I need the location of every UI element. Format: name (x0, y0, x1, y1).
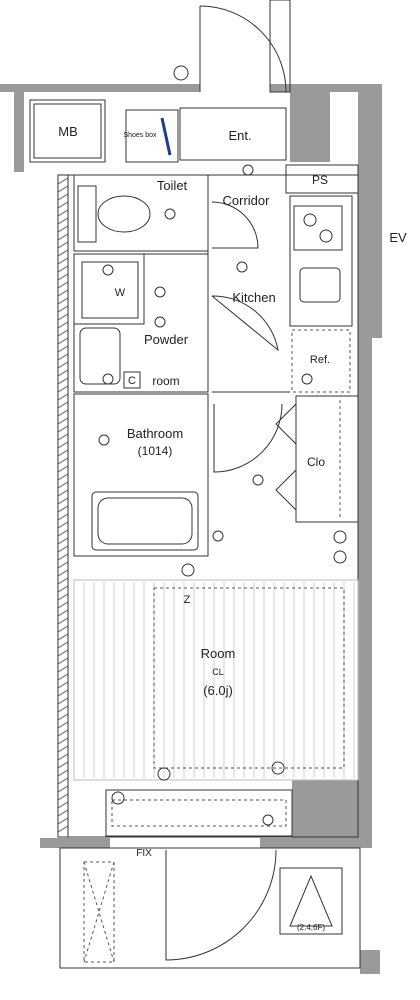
left-hatched-wall (57, 174, 69, 838)
z-mark-label: Z (184, 594, 191, 606)
wall-right-pillar (292, 780, 358, 838)
kitchen-label: Kitchen (232, 290, 275, 305)
powder-room-label: room (152, 374, 179, 388)
shoe-box-diagonal (160, 117, 172, 156)
washer-inner (81, 261, 139, 319)
c-box (123, 371, 141, 389)
shoe-box (125, 109, 179, 163)
wall-bottom-left (40, 838, 110, 848)
burner-2 (319, 229, 333, 243)
balcony-size-label: (2.4,6F) (297, 923, 325, 932)
room-door (213, 403, 283, 473)
hatch-triangle (279, 867, 343, 935)
toilet-door (211, 201, 259, 249)
wall-right-lower (358, 338, 372, 838)
ps-label: PS (312, 173, 328, 187)
wall-balcony-right (360, 950, 380, 974)
closet-cl-area (153, 587, 345, 769)
mb-box (29, 99, 106, 163)
wall-top-left (0, 84, 200, 92)
closet (295, 395, 359, 523)
entrance-step (179, 107, 287, 161)
window-sill (105, 789, 293, 837)
vanity (79, 327, 121, 385)
bathtub-inner (97, 497, 193, 545)
wall-right-main (358, 92, 382, 338)
room-label: Room (201, 646, 236, 661)
burner-1 (303, 213, 317, 227)
c-mark-label: C (128, 375, 136, 387)
wall-bottom-right (260, 838, 372, 848)
stove (293, 205, 343, 251)
ref-label: Ref. (310, 354, 330, 366)
washer-area (73, 253, 145, 325)
closet-door-bottom (275, 469, 297, 511)
shoe-box-label: Shoes box (123, 132, 157, 139)
closet-door-top (275, 403, 297, 445)
mb-inner (33, 103, 102, 159)
cl-label: CL (212, 667, 224, 677)
ps-shaft (285, 164, 359, 194)
bathroom-size-label: (1014) (138, 444, 173, 458)
powder-room-wall (73, 253, 209, 393)
kitchen-sink (299, 267, 341, 303)
wall-top-right (270, 84, 382, 92)
room-size-label: (6.0j) (203, 683, 233, 698)
ent-label: Ent. (228, 128, 251, 143)
room-floor (73, 579, 359, 781)
bathroom-room (73, 393, 209, 557)
ev-label: EV (389, 230, 407, 245)
kitchen-door (211, 295, 279, 352)
toilet-bowl (97, 195, 151, 233)
wall-left-stub (14, 92, 24, 172)
balcony (59, 847, 361, 969)
balcony-left-box (83, 861, 115, 963)
window-sill-inner (111, 799, 287, 827)
corridor-label: Corridor (223, 193, 271, 208)
entrance-door (199, 0, 291, 93)
bathtub-outer (91, 491, 199, 551)
bathroom-label: Bathroom (127, 426, 183, 441)
clo-label: Clo (307, 455, 325, 469)
fixture-markers (98, 65, 347, 826)
powder-label: Powder (144, 332, 189, 347)
toilet-label: Toilet (157, 178, 188, 193)
mb-label: MB (58, 124, 78, 139)
wall-ev-column (290, 92, 330, 162)
toilet-tank (77, 185, 97, 243)
w-label: W (115, 287, 126, 299)
fix-label: FIX (136, 848, 152, 859)
balcony-door (165, 849, 277, 961)
kitchen-counter (289, 195, 353, 327)
